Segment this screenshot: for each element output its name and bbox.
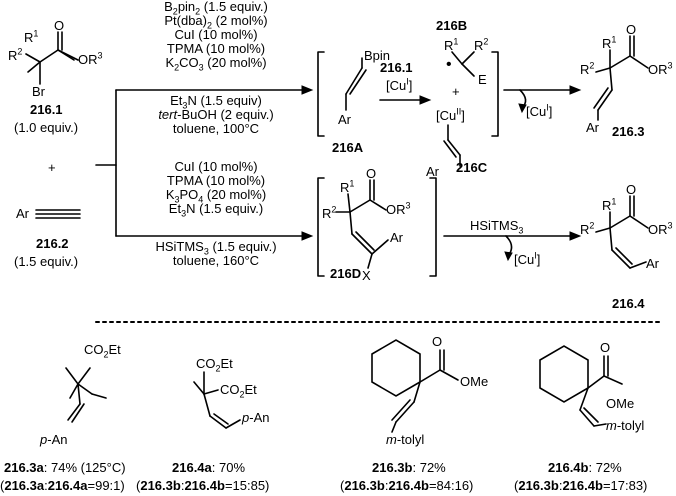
radical-plus: + (452, 84, 460, 99)
ex4-caption: 216.4b: 72% (548, 460, 622, 475)
ex4-ratio: (216.3b:216.4b=17:83) (514, 478, 648, 493)
ex2-aryl: p-An (242, 410, 270, 425)
ex3-aryl: m-tolyl (386, 432, 425, 447)
ex4-carbonyl-o: O (600, 340, 611, 355)
structure-216-2 (35, 209, 81, 219)
product-216-4-name: 216.4 (612, 296, 645, 311)
r2-label: R2 (8, 46, 23, 63)
ex4-aryl: m-tolyl (606, 418, 645, 433)
structure-216-4b (539, 345, 623, 427)
radical-e-label: E (478, 72, 487, 87)
top-conditions-above: B2pin2 (1.5 equiv.) Pt(dba)2 (2 mol%) Cu… (164, 0, 268, 73)
intermediate-216D-name: 216D (330, 266, 362, 281)
bpin-label: Bpin (364, 48, 391, 63)
p4-r1: R1 (602, 196, 617, 213)
d-carbonyl-o: O (366, 166, 377, 181)
intermediate-216B-name: 216B (436, 18, 468, 33)
or3-label: OR3 (78, 50, 103, 67)
structure-216-3 (593, 35, 649, 121)
r1-label: R1 (24, 28, 39, 45)
bracket-top (317, 51, 499, 167)
ex3-ome: OMe (460, 374, 489, 389)
cu-i-catalyst-label: [CuI] (386, 76, 413, 93)
ar-216A-label: Ar (338, 112, 351, 127)
p4-r2: R2 (580, 220, 595, 237)
branch-connector (95, 85, 314, 241)
structure-216-1 (25, 31, 79, 85)
compound-216-2-name: 216.2 (36, 236, 69, 251)
p3-carbonyl-o: O (626, 22, 637, 37)
structure-216-4a (193, 371, 241, 429)
structure-216-3a (65, 367, 107, 423)
product-216-3-name: 216.3 (612, 124, 645, 139)
ex1-ratio: (216.3a:216.4a=99:1) (0, 478, 125, 493)
radical-r1: R1 (444, 36, 459, 53)
p3-r2: R2 (580, 60, 595, 77)
ex2-caption: 216.4a: 70% (172, 460, 246, 475)
arrow-to-216-4 (443, 231, 582, 262)
plus-sign: + (48, 160, 56, 175)
ex3-caption: 216.3b: 72% (372, 460, 446, 475)
ar-216-4-label: Ar (646, 256, 659, 271)
ex2-ratio: (216.3b:216.4b=15:85) (136, 478, 270, 493)
radical-r2: R2 (474, 36, 489, 53)
ex4-ome: OMe (606, 396, 635, 411)
intermediate-216A-name: 216A (332, 140, 364, 155)
cu-ii-label: [CuII] (436, 106, 465, 123)
ar-216D-label: Ar (390, 230, 403, 245)
p3-r1: R1 (602, 34, 617, 51)
arrow-to-216-3 (503, 85, 582, 114)
cu-release-bottom: [CuI] (514, 250, 541, 267)
p4-carbonyl-o: O (626, 182, 637, 197)
x-label: X (362, 268, 371, 283)
compound-216-1-equiv: (1.0 equiv.) (14, 120, 79, 135)
carbonyl-o: O (54, 18, 65, 33)
ex2-co2et-a: CO2Et (196, 356, 233, 374)
compound-216-1-name: 216.1 (30, 102, 63, 117)
radical-dot: • (446, 56, 452, 73)
d-r2: R2 (322, 204, 337, 221)
ar-216-3-label: Ar (586, 120, 599, 135)
ex1-caption: 216.3a: 74% (125°C) (4, 460, 126, 475)
ex1-aryl: p-An (40, 432, 68, 447)
ex1-co2et: CO2Et (84, 342, 121, 360)
reagent-216-1-label: 216.1 (380, 60, 413, 75)
ar-alkyne-label: Ar (16, 206, 29, 221)
p4-or3: OR3 (648, 220, 673, 237)
bottom-conditions-below: HSiTMS3 (1.5 equiv.) toluene, 160°C (155, 239, 277, 268)
d-r1: R1 (340, 178, 355, 195)
ex3-ratio: (216.3b:216.4b=84:16) (340, 478, 474, 493)
ar-216C-label: Ar (426, 164, 439, 179)
compound-216-2-equiv: (1.5 equiv.) (14, 254, 79, 269)
hsitms3-reagent: HSiTMS3 (470, 218, 524, 236)
cu-release-top: [CuI] (526, 102, 553, 119)
structure-216-4 (595, 195, 649, 269)
br-label: Br (32, 84, 45, 99)
structure-216-3b (371, 339, 459, 433)
ex3-carbonyl-o: O (432, 334, 443, 349)
top-conditions-below: Et3N (1.5 equiv) tert-BuOH (2 equiv.) to… (158, 93, 274, 136)
d-or3: OR3 (386, 200, 411, 217)
ex2-co2et-b: CO2Et (220, 382, 257, 400)
bottom-conditions-above: CuI (10 mol%) TPMA (10 mol%) K3PO4 (20 m… (165, 159, 267, 219)
intermediate-216C-name: 216C (456, 160, 488, 175)
p3-or3: OR3 (648, 60, 673, 77)
bracket-bottom (317, 177, 437, 277)
